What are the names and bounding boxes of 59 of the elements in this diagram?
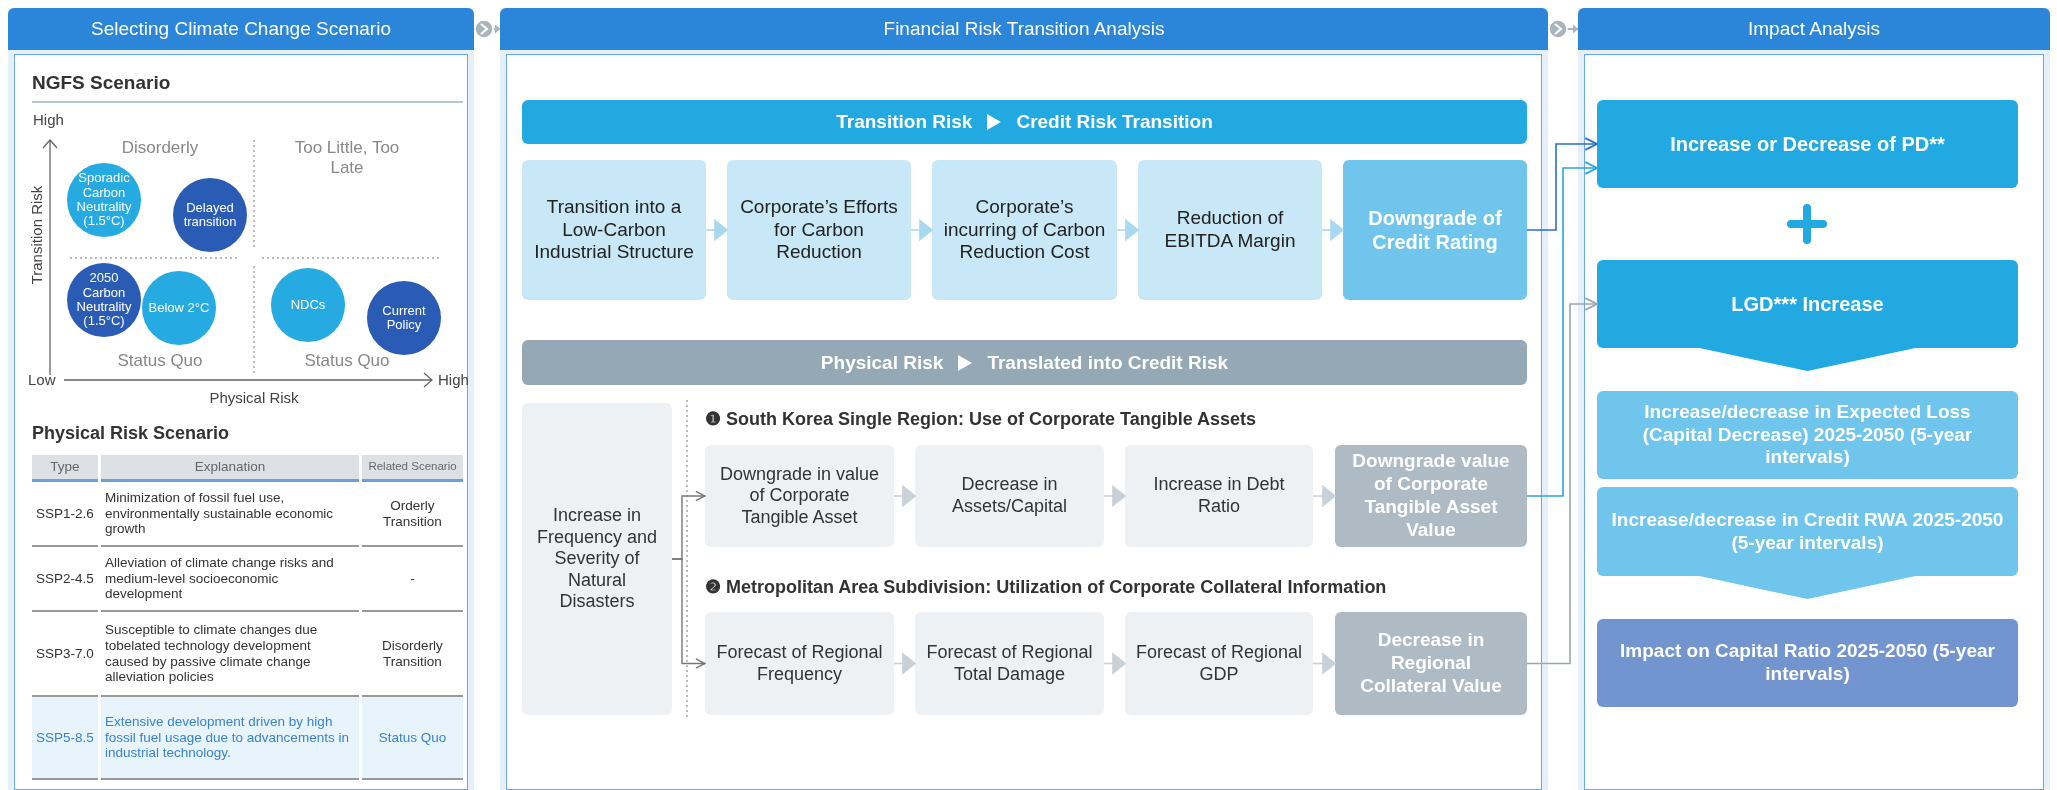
axis-title: Transition Risk <box>27 185 45 285</box>
band-title: Physical Risk <box>820 351 944 374</box>
scenario-code: SSP1-2.6 <box>32 482 98 547</box>
process-box: Downgrade in value of Corporate Tangible Asset <box>705 445 894 547</box>
band-title: Translated into Credit Risk <box>987 351 1229 374</box>
section-band <box>522 340 1527 385</box>
axis-title: Physical Risk <box>208 389 300 406</box>
panel-header: Impact Analysis <box>1578 8 2050 50</box>
process-box: Corporate’s incurring of Carbon Reduction Cost <box>932 160 1117 300</box>
panel-header: Selecting Climate Change Scenario <box>8 8 474 50</box>
scenario-code: SSP5-8.5 <box>32 697 98 780</box>
scenario-explanation: Alleviation of climate change risks and medium-level socioeconomic development <box>101 547 359 612</box>
process-box: Transition into a Low-Carbon Industrial Structure <box>522 160 706 300</box>
process-box: Increase/decrease in Expected Loss (Capital Decrease) 2025-2050 (5-year intervals) <box>1597 391 2018 479</box>
scenario-code: SSP2-4.5 <box>32 547 98 612</box>
arrow <box>1526 137 1598 231</box>
axis-label: High <box>33 111 64 128</box>
process-box: Corporate’s Efforts for Carbon Reduction <box>727 160 911 300</box>
axis-label: Low <box>28 371 56 388</box>
arrow <box>1526 161 1598 497</box>
related-scenario: - <box>362 547 463 612</box>
chevron-connector <box>473 19 501 39</box>
process-box: Impact on Capital Ratio 2025-2050 (5-year intervals) <box>1597 619 2018 707</box>
chevron-connector <box>1547 19 1579 39</box>
related-scenario: Orderly Transition <box>362 482 463 547</box>
band-title: Transition Risk <box>836 111 973 133</box>
column-header: Related Scenario <box>362 455 463 482</box>
process-box: Decrease in Regional Collateral Value <box>1335 612 1527 715</box>
process-box: Forecast of Regional GDP <box>1125 612 1313 715</box>
quadrant-label: Too Little, Too Late <box>293 138 401 178</box>
section-band <box>522 100 1527 144</box>
quadrant-label: Disorderly <box>120 138 200 158</box>
process-box: Forecast of Regional Frequency <box>705 612 894 715</box>
process-box: Downgrade of Credit Rating <box>1343 160 1527 300</box>
related-scenario: Status Quo <box>362 697 463 780</box>
scenario-explanation: Extensive development driven by high fossil fuel usage due to advancements in industrial technology. <box>101 697 359 780</box>
panel <box>1578 8 2050 790</box>
scenario-explanation: Minimization of fossil fuel use, environmentally sustainable economic growth <box>101 482 359 547</box>
process-box: Reduction of EBITDA Margin <box>1138 160 1322 300</box>
process-box: Increase in Frequency and Severity of Natural Disasters <box>522 403 672 715</box>
heading: NGFS Scenario <box>32 72 171 94</box>
column-header: Explanation <box>101 455 359 482</box>
band-title: Credit Risk Transition <box>1016 111 1213 133</box>
process-box: Increase or Decrease of PD** <box>1597 100 2018 188</box>
chevron-arrow <box>1699 348 1916 371</box>
process-box: Increase in Debt Ratio <box>1125 445 1313 547</box>
panel <box>500 8 1548 790</box>
panel-header: Financial Risk Transition Analysis <box>500 8 1548 50</box>
arrow <box>671 558 706 669</box>
process-box: Decrease in Assets/Capital <box>915 445 1104 547</box>
section-heading: ❶ South Korea Single Region: Use of Corporate Tangible Assets <box>705 408 1257 430</box>
section-heading: ❷ Metropolitan Area Subdivision: Utilization of Corporate Collateral Information <box>705 576 1387 598</box>
column-header: Type <box>32 455 98 482</box>
quadrant-label: Status Quo <box>116 351 204 371</box>
chevron-arrow <box>1699 576 1916 599</box>
heading: Physical Risk Scenario <box>32 423 230 444</box>
process-box: Forecast of Regional Total Damage <box>915 612 1104 715</box>
process-box: Downgrade value of Corporate Tangible Asset Value <box>1335 445 1527 547</box>
arrow <box>1526 297 1598 665</box>
